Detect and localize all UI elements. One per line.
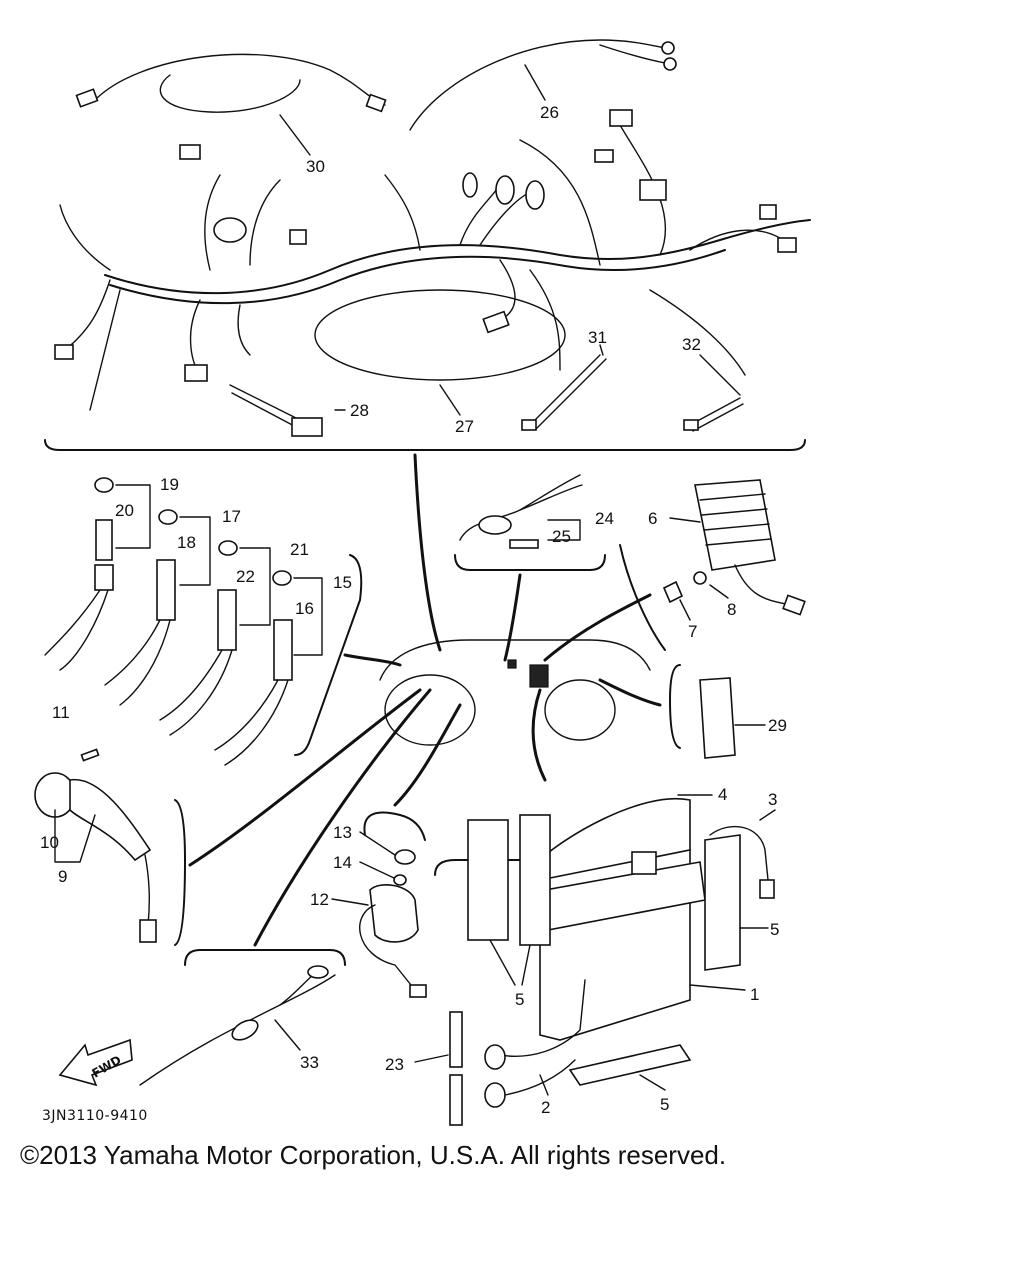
callout-10: 10: [40, 833, 59, 852]
callout-13: 13: [333, 823, 352, 842]
callout-32: 32: [682, 335, 701, 354]
callout-5-right: 5: [770, 920, 779, 939]
battery-group: [434, 797, 775, 1126]
starter-relay-group: [359, 811, 427, 998]
part-code: 3JN3110-9410: [42, 1108, 148, 1124]
callout-14: 14: [333, 853, 352, 872]
callout-5-left: 5: [515, 990, 524, 1009]
callout-17: 17: [222, 507, 241, 526]
sub-harness-group: [454, 474, 606, 571]
callout-5-bottom: 5: [660, 1095, 669, 1114]
callout-3: 3: [768, 790, 777, 809]
callout-26: 26: [540, 103, 559, 122]
callout-6: 6: [648, 509, 657, 528]
callout-2: 2: [541, 1098, 550, 1117]
callout-31: 31: [588, 328, 607, 347]
callout-11: 11: [52, 703, 70, 722]
callout-29: 29: [768, 716, 787, 735]
callout-12: 12: [310, 890, 329, 909]
lead-wire-group: [58, 949, 346, 1087]
callout-8: 8: [727, 600, 736, 619]
callout-18: 18: [177, 533, 196, 552]
callout-27: 27: [455, 417, 474, 436]
relay-group: [669, 664, 736, 759]
electrical-parts-diagram: 30 26 28 27 31 32 19 20 17 18 21 22 15 1…: [34, 39, 811, 1126]
callout-33: 33: [300, 1053, 319, 1072]
wire-harness-group: [44, 39, 811, 451]
callout-20: 20: [115, 501, 134, 520]
vehicle-outline: [188, 453, 662, 947]
rectifier-regulator-group: [619, 479, 806, 651]
callout-labels: 30 26 28 27 31 32 19 20 17 18 21 22 15 1…: [40, 64, 787, 1124]
callout-19: 19: [160, 475, 179, 494]
callout-25: 25: [552, 527, 571, 546]
callout-15: 15: [333, 573, 352, 592]
callout-1: 1: [750, 985, 759, 1004]
fwd-arrow-icon: [58, 1038, 133, 1087]
plug-caps-group: [44, 477, 363, 766]
callout-7: 7: [688, 622, 697, 641]
callout-21: 21: [290, 540, 309, 559]
callout-23: 23: [385, 1055, 404, 1074]
ignition-coil-group: [34, 748, 186, 946]
callout-28: 28: [350, 401, 369, 420]
callout-30: 30: [306, 157, 325, 176]
callout-4: 4: [718, 785, 727, 804]
callout-16: 16: [295, 599, 314, 618]
copyright-notice: ©2013 Yamaha Motor Corporation, U.S.A. A…: [20, 1140, 727, 1170]
callout-24: 24: [595, 509, 614, 528]
callout-22: 22: [236, 567, 255, 586]
callout-9: 9: [58, 867, 67, 886]
